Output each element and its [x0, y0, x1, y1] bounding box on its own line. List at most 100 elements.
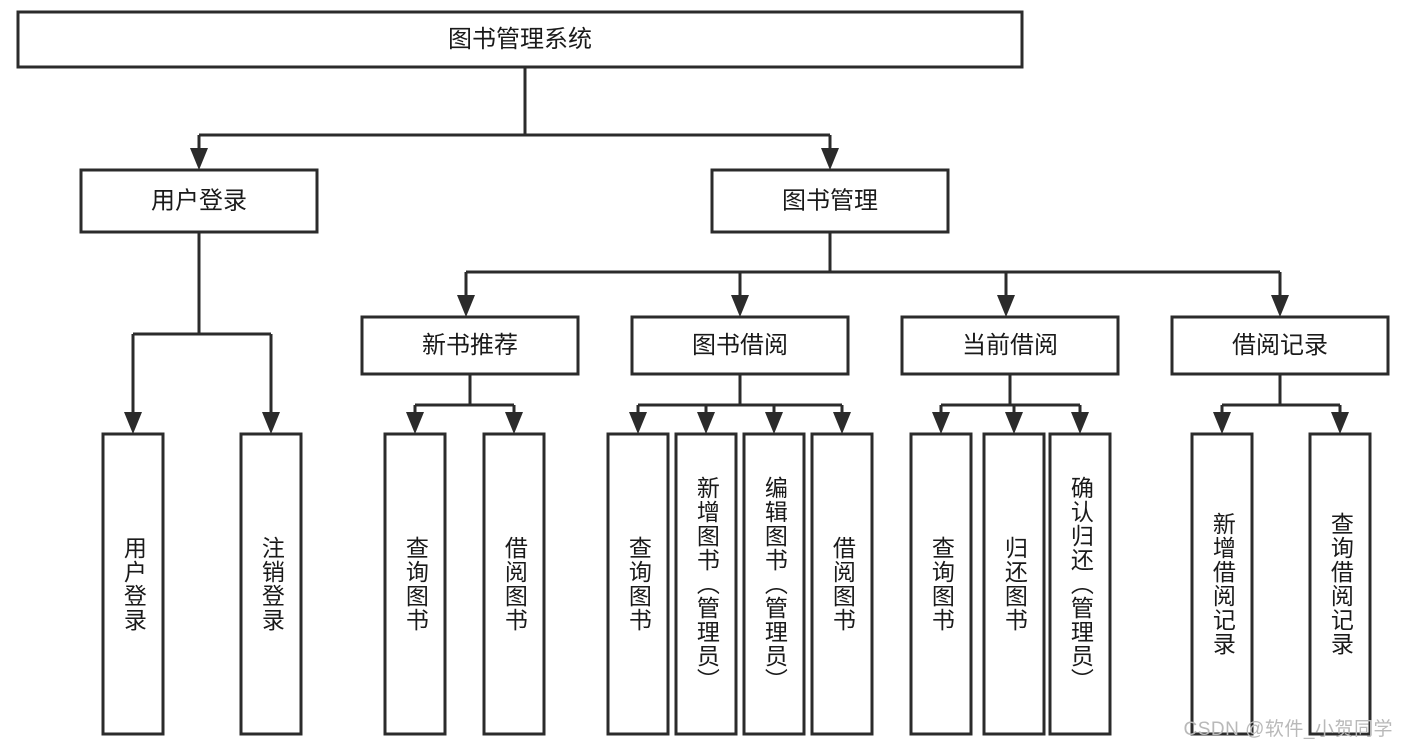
- arrow-head-icon: [124, 412, 142, 434]
- node-leaf-add-borrow-record[interactable]: 新增借阅记录: [1190, 432, 1254, 736]
- node-borrow-record[interactable]: 借阅记录: [1170, 315, 1390, 376]
- node-leaf-query-book-recommend-label-wrap: 查询图书: [402, 536, 429, 632]
- connector-new-book-recommend-to-leaves: [413, 374, 516, 414]
- node-leaf-confirm-return-admin[interactable]: 确认归还（管理员）: [1048, 432, 1112, 736]
- node-layer: 图书管理系统用户登录图书管理新书推荐图书借阅当前借阅借阅记录用户登录注销登录查询…: [16, 10, 1390, 736]
- node-current-borrow-label: 当前借阅: [962, 332, 1058, 359]
- node-leaf-query-book-current-label: 查询图书: [928, 536, 955, 632]
- node-leaf-add-borrow-record-box[interactable]: [1190, 432, 1254, 736]
- arrow-head-icon: [457, 295, 475, 317]
- arrow-head-icon: [262, 412, 280, 434]
- node-leaf-return-book-label-wrap: 归还图书: [1001, 536, 1028, 632]
- node-leaf-query-book-recommend-box[interactable]: [383, 432, 447, 736]
- node-leaf-add-book-admin-label: 新增图书（管理员）: [693, 476, 720, 692]
- node-leaf-confirm-return-admin-label-wrap: 确认归还（管理员）: [1067, 476, 1094, 692]
- node-leaf-query-book-recommend-label: 查询图书: [402, 536, 429, 632]
- arrow-head-icon: [833, 412, 851, 434]
- node-leaf-user-logout[interactable]: 注销登录: [239, 432, 303, 736]
- node-user-login-label: 用户登录: [151, 187, 247, 214]
- node-leaf-add-borrow-record-label-wrap: 新增借阅记录: [1209, 512, 1236, 656]
- node-leaf-return-book-label: 归还图书: [1001, 536, 1028, 632]
- node-current-borrow-box[interactable]: [900, 315, 1120, 376]
- arrow-head-icon: [821, 148, 839, 170]
- connector-root-to-level2: [197, 67, 832, 150]
- node-leaf-query-book-recommend[interactable]: 查询图书: [383, 432, 447, 736]
- node-leaf-user-logout-label-wrap: 注销登录: [258, 536, 285, 632]
- node-borrow-record-label: 借阅记录: [1232, 332, 1328, 359]
- node-user-login[interactable]: 用户登录: [79, 168, 319, 234]
- connector-layer: [124, 67, 1349, 434]
- node-borrow-record-box[interactable]: [1170, 315, 1390, 376]
- node-leaf-user-logout-label: 注销登录: [258, 536, 285, 632]
- node-leaf-add-book-admin[interactable]: 新增图书（管理员）: [674, 432, 738, 736]
- arrow-head-icon: [1271, 295, 1289, 317]
- connector-book-borrow-to-leaves: [636, 374, 844, 414]
- arrow-head-icon: [997, 295, 1015, 317]
- node-leaf-borrow-book-label-wrap: 借阅图书: [829, 536, 856, 632]
- node-leaf-query-book-borrow-label: 查询图书: [625, 536, 652, 632]
- connector-book-management-to-level3: [464, 232, 1282, 297]
- arrow-head-icon: [1331, 412, 1349, 434]
- node-root-label: 图书管理系统: [448, 26, 592, 53]
- node-leaf-confirm-return-admin-label: 确认归还（管理员）: [1067, 476, 1094, 692]
- node-leaf-edit-book-admin[interactable]: 编辑图书（管理员）: [742, 432, 806, 736]
- node-leaf-query-book-borrow-label-wrap: 查询图书: [625, 536, 652, 632]
- node-leaf-query-book-current-label-wrap: 查询图书: [928, 536, 955, 632]
- node-leaf-user-login-label-wrap: 用户登录: [120, 536, 147, 632]
- node-leaf-confirm-return-admin-box[interactable]: [1048, 432, 1112, 736]
- arrow-head-icon: [505, 412, 523, 434]
- node-leaf-add-borrow-record-label: 新增借阅记录: [1209, 512, 1236, 656]
- node-leaf-user-logout-box[interactable]: [239, 432, 303, 736]
- arrow-head-icon: [932, 412, 950, 434]
- node-leaf-edit-book-admin-label-wrap: 编辑图书（管理员）: [761, 476, 787, 692]
- node-leaf-query-borrow-record[interactable]: 查询借阅记录: [1308, 432, 1372, 736]
- node-leaf-borrow-book-recommend[interactable]: 借阅图书: [482, 432, 546, 736]
- arrow-head-icon: [697, 412, 715, 434]
- node-leaf-borrow-book-box[interactable]: [810, 432, 874, 736]
- node-leaf-user-login-box[interactable]: [101, 432, 165, 736]
- node-book-management[interactable]: 图书管理: [710, 168, 950, 234]
- node-current-borrow[interactable]: 当前借阅: [900, 315, 1120, 376]
- node-new-book-recommend-box[interactable]: [360, 315, 580, 376]
- node-user-login-box[interactable]: [79, 168, 319, 234]
- node-leaf-add-book-admin-label-wrap: 新增图书（管理员）: [693, 476, 720, 692]
- arrow-head-icon: [1005, 412, 1023, 434]
- node-leaf-borrow-book-recommend-label: 借阅图书: [501, 536, 528, 632]
- node-leaf-user-login-label: 用户登录: [120, 536, 147, 632]
- node-new-book-recommend[interactable]: 新书推荐: [360, 315, 580, 376]
- node-leaf-query-borrow-record-box[interactable]: [1308, 432, 1372, 736]
- node-leaf-borrow-book-label: 借阅图书: [829, 536, 856, 632]
- arrow-head-icon: [731, 295, 749, 317]
- connector-borrow-record-to-leaves: [1220, 374, 1342, 414]
- arrow-head-icon: [765, 412, 783, 434]
- node-leaf-borrow-book[interactable]: 借阅图书: [810, 432, 874, 736]
- node-book-management-label: 图书管理: [782, 187, 878, 214]
- node-leaf-borrow-book-recommend-box[interactable]: [482, 432, 546, 736]
- node-leaf-query-borrow-record-label-wrap: 查询借阅记录: [1327, 512, 1354, 656]
- node-leaf-query-book-current-box[interactable]: [909, 432, 973, 736]
- node-leaf-query-book-borrow[interactable]: 查询图书: [606, 432, 670, 736]
- arrow-head-icon: [629, 412, 647, 434]
- arrow-head-icon: [406, 412, 424, 434]
- node-leaf-query-book-current[interactable]: 查询图书: [909, 432, 973, 736]
- node-new-book-recommend-label: 新书推荐: [422, 332, 518, 359]
- node-book-borrow-label: 图书借阅: [692, 332, 788, 359]
- node-leaf-user-login[interactable]: 用户登录: [101, 432, 165, 736]
- node-leaf-return-book-box[interactable]: [982, 432, 1046, 736]
- node-book-borrow[interactable]: 图书借阅: [630, 315, 850, 376]
- node-leaf-borrow-book-recommend-label-wrap: 借阅图书: [501, 536, 528, 632]
- node-leaf-query-book-borrow-box[interactable]: [606, 432, 670, 736]
- node-book-borrow-box[interactable]: [630, 315, 850, 376]
- arrow-head-icon: [1071, 412, 1089, 434]
- node-leaf-add-book-admin-box[interactable]: [674, 432, 738, 736]
- arrow-head-icon: [1213, 412, 1231, 434]
- node-root[interactable]: 图书管理系统: [16, 10, 1024, 69]
- node-book-management-box[interactable]: [710, 168, 950, 234]
- node-leaf-query-borrow-record-label: 查询借阅记录: [1327, 512, 1354, 656]
- node-leaf-edit-book-admin-box[interactable]: [742, 432, 806, 736]
- arrow-head-icon: [190, 148, 208, 170]
- node-leaf-return-book[interactable]: 归还图书: [982, 432, 1046, 736]
- node-root-box[interactable]: [16, 10, 1024, 69]
